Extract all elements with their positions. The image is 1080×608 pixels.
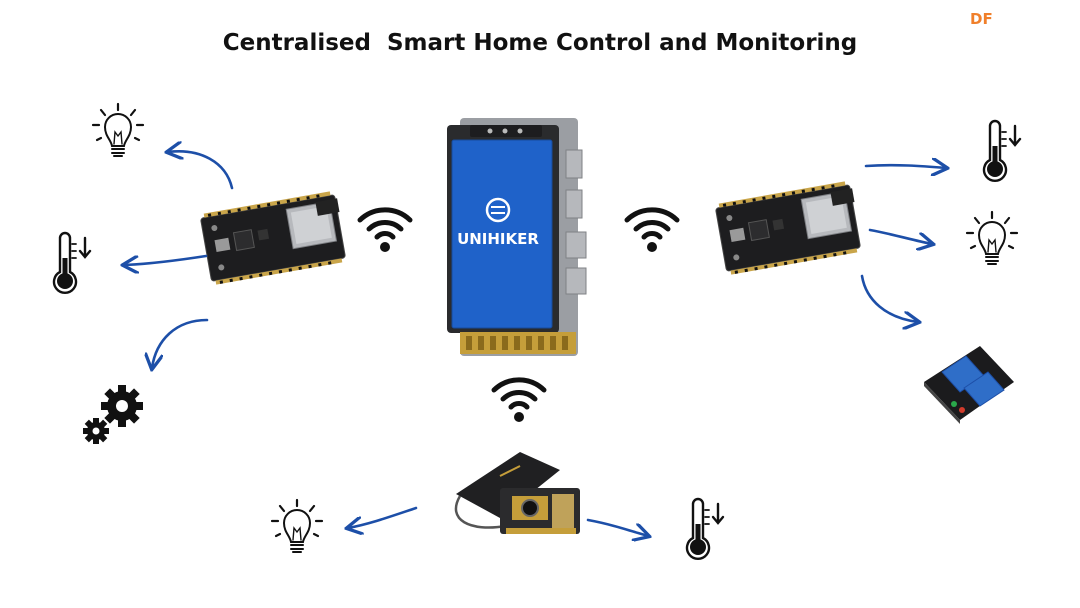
brand-logo: DF [970,10,993,28]
hub-screen [452,140,552,328]
arrow-to-right-thermometer [864,165,946,168]
hub-button [565,149,583,179]
wifi-icon [360,210,410,252]
esp32-board-left [199,189,349,286]
arrow-to-relay [860,274,918,322]
gear-icon [83,385,143,444]
arrow-to-left-thermometer [124,254,208,265]
camera-antenna [456,452,560,518]
thermometer-icon [685,497,725,560]
arrow-to-gears [152,318,209,368]
camera-lens-icon [521,499,539,517]
wifi-icon [494,380,544,422]
camera-module [454,452,580,534]
light-bulb-icon [270,498,324,554]
arrow-to-left-bulb [168,151,234,190]
arrow-to-bottom-thermometer [586,518,648,536]
esp32-board-right [714,179,864,276]
arrow-to-bottom-bulb [348,506,418,528]
light-bulb-icon [91,102,145,158]
wifi-icon [627,210,677,252]
arrow-to-right-bulb [868,228,932,244]
thermometer-icon [982,119,1022,182]
page-title: Centralised Smart Home Control and Monit… [222,30,858,56]
hub-screen-label: UNIHIKER [457,230,539,248]
unihiker-hub: UNIHIKER [447,118,587,356]
relay-module-icon [924,346,1014,424]
thermometer-icon [52,231,92,294]
light-bulb-icon [965,210,1019,266]
unihiker-logo-icon [485,197,511,223]
